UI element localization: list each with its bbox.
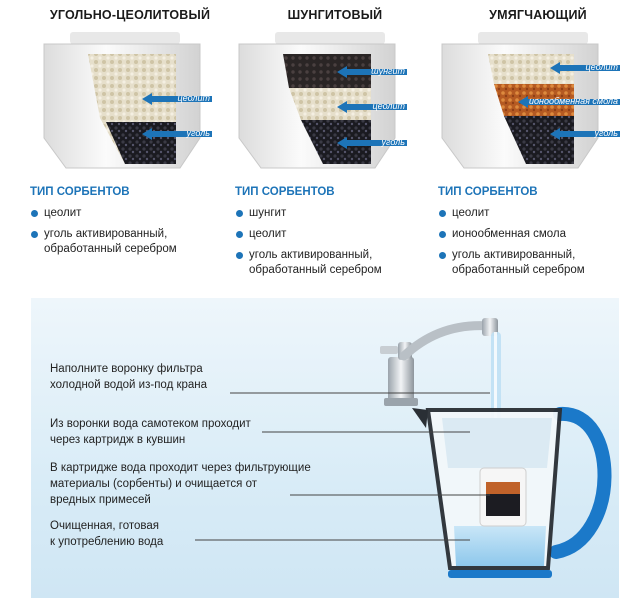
sorbent-heading: ТИП СОРБЕНТОВ xyxy=(235,186,335,198)
sorbent-heading: ТИП СОРБЕНТОВ xyxy=(438,186,538,198)
list-item: уголь активированный, обработанный сереб… xyxy=(438,248,585,278)
sorbent-list: цеолит уголь активированный, обработанны… xyxy=(30,206,177,263)
pitcher-illustration xyxy=(412,407,612,578)
sorbent-heading: ТИП СОРБЕНТОВ xyxy=(30,186,130,198)
sorbent-list: цеолит ионообменная смола уголь активиро… xyxy=(438,206,585,284)
list-item: цеолит xyxy=(30,206,177,221)
list-item: цеолит xyxy=(235,227,382,242)
arrow-label-zeolite: цеолит xyxy=(142,93,212,105)
arrow-label-shungite: шунгит xyxy=(337,66,407,78)
arrow-text: цеолит xyxy=(585,62,618,72)
list-item: уголь активированный, обработанный сереб… xyxy=(30,227,177,257)
faucet-icon xyxy=(380,318,498,406)
arrow-text: шунгит xyxy=(371,66,405,76)
arrow-label-coal: уголь xyxy=(142,128,212,140)
arrow-label-zeolite: цеолит xyxy=(337,101,407,113)
sorbent-list: шунгит цеолит уголь активированный, обра… xyxy=(235,206,382,284)
list-item: шунгит xyxy=(235,206,382,221)
list-item: уголь активированный, обработанный сереб… xyxy=(235,248,382,278)
filter-title: УГОЛЬНО-ЦЕОЛИТОВЫЙ xyxy=(49,8,211,22)
arrow-label-coal: уголь xyxy=(337,137,407,149)
arrow-label-coal: уголь xyxy=(550,128,620,140)
arrow-label-zeolite: цеолит xyxy=(550,62,620,74)
step-filtration: В картридже вода проходит через фильтрую… xyxy=(50,462,311,506)
list-item: цеолит xyxy=(438,206,585,221)
list-item: ионообменная смола xyxy=(438,227,585,242)
arrow-text: ионообменная смола xyxy=(529,96,618,106)
filter-title: ШУНГИТОВЫЙ xyxy=(287,8,383,22)
arrow-text: уголь xyxy=(186,128,210,138)
cartridge-illustration xyxy=(238,32,396,169)
water-stream xyxy=(491,332,501,432)
arrow-text: цеолит xyxy=(177,93,210,103)
arrow-text: уголь xyxy=(594,128,618,138)
step-flow-to-pitcher: Из воронки вода самотеком проходит через… xyxy=(50,418,251,446)
step-fill-funnel: Наполните воронку фильтра холодной водой… xyxy=(50,363,208,391)
step-clean-water: Очищенная, готовая к употреблению вода xyxy=(50,520,164,548)
arrow-text: цеолит xyxy=(372,101,405,111)
arrow-text: уголь xyxy=(381,137,405,147)
filter-title: УМЯГЧАЮЩИЙ xyxy=(489,8,587,22)
arrow-label-resin: ионообменная смола xyxy=(518,96,620,108)
